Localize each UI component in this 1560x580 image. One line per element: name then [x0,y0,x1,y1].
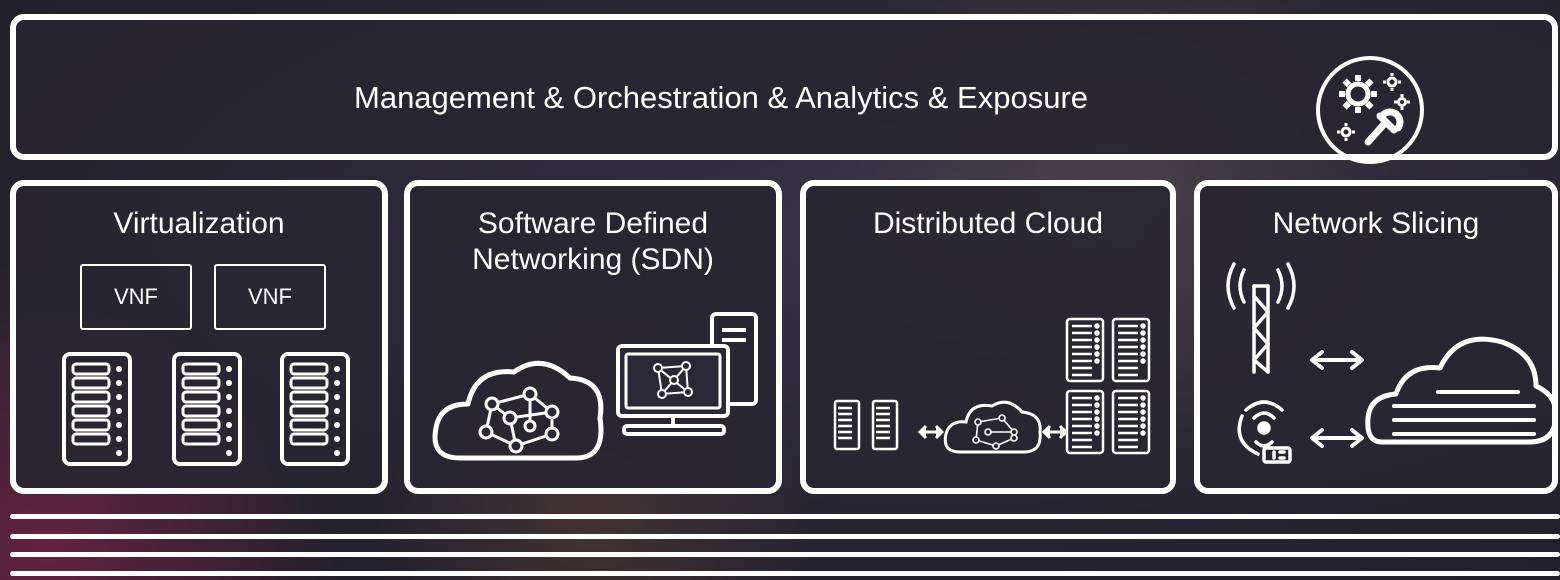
network-slicing-title: Network Slicing [1272,207,1480,240]
divider-line [10,514,1560,519]
distributed-cloud-illustration [833,317,1151,455]
bidirectional-arrow-icon [1310,428,1364,448]
divider-line [10,571,1560,576]
gears-wrench-icon [1314,54,1426,171]
virtualization-title: Virtualization [113,207,285,240]
management-title: Management & Orchestration & Analytics &… [354,80,1089,115]
sdn-panel: Software Defined Networking (SDN) [404,180,782,494]
iot-sensor-icon [1237,400,1292,464]
sdn-illustration [432,312,758,461]
divider-line [10,552,1560,557]
divider-line [10,534,1560,539]
network-slicing-panel: Network Slicing [1194,180,1558,494]
cloud-icon [432,360,604,461]
network-slicing-illustration [1226,262,1558,464]
antenna-tower-icon [1226,262,1296,374]
vnf-box: VNF [80,264,192,330]
bidirectional-arrow-icon [917,424,945,440]
desktop-computer-icon [616,312,758,436]
bidirectional-arrow-icon [1310,350,1364,370]
distributed-cloud-panel: Distributed Cloud [800,180,1176,494]
virtualization-panel: Virtualization VNF VNF [10,180,388,494]
sdn-title: Software Defined Networking (SDN) [472,207,714,276]
cloud-icon [943,400,1042,454]
management-panel: Management & Orchestration & Analytics &… [10,14,1558,164]
distributed-cloud-title: Distributed Cloud [872,207,1104,240]
vnf-box: VNF [214,264,326,330]
bidirectional-arrow-icon [1041,424,1069,440]
server-rack-icons [62,352,350,466]
cloud-icon [1365,336,1558,445]
